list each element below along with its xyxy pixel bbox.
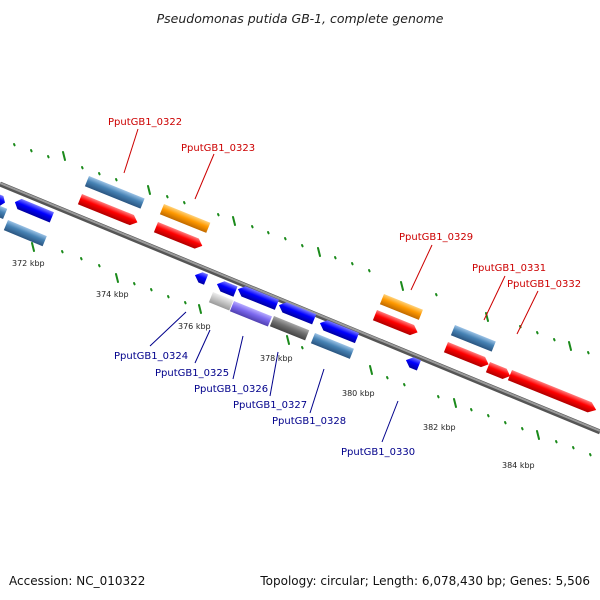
cds-PputGB1_0330 bbox=[405, 357, 421, 371]
gene-PputGB1_0325 bbox=[229, 301, 273, 327]
cds-PputGB1_0323 bbox=[153, 222, 203, 249]
gene-PputGB1_0323 bbox=[159, 204, 211, 233]
cds-reverse-d bbox=[319, 320, 360, 344]
cds-reverse-c bbox=[278, 302, 317, 325]
gene-label: PputGB1_0323 bbox=[181, 143, 255, 154]
outer-tick-row bbox=[13, 143, 590, 355]
accession-text: Accession: NC_010322 bbox=[9, 574, 146, 588]
gene-label: PputGB1_0327 bbox=[233, 400, 307, 411]
gene-PputGB1_0329 bbox=[379, 294, 423, 320]
kbp-label: 374 kbp bbox=[96, 290, 129, 299]
cds-PputGB1_0329 bbox=[372, 310, 418, 336]
gene-label: PputGB1_0324 bbox=[114, 351, 188, 362]
cds-feature-left-2 bbox=[14, 198, 54, 223]
inner-tick-row bbox=[8, 227, 592, 457]
kbp-label: 384 kbp bbox=[502, 461, 535, 470]
gene-PputGB1_0322 bbox=[84, 176, 145, 209]
genome-summary-text: Topology: circular; Length: 6,078,430 bp… bbox=[260, 574, 590, 588]
kbp-label: 380 kbp bbox=[342, 389, 375, 398]
gene-label: PputGB1_0322 bbox=[108, 117, 182, 128]
cds-PputGB1_0322 bbox=[77, 194, 138, 226]
cds-PputGB1_0332 bbox=[507, 370, 597, 413]
gene-feature-left-1 bbox=[0, 205, 8, 219]
reverse-labels: PputGB1_0324 PputGB1_0325 PputGB1_0326 P… bbox=[114, 351, 415, 458]
gene-label: PputGB1_0329 bbox=[399, 232, 473, 243]
kbp-label: 378 kbp bbox=[260, 354, 293, 363]
kbp-label: 376 kbp bbox=[178, 322, 211, 331]
features bbox=[0, 176, 597, 413]
gene-label: PputGB1_0331 bbox=[472, 263, 546, 274]
gene-feature-left-2 bbox=[3, 220, 47, 247]
cds-PputGB1_0332-short bbox=[485, 362, 511, 379]
map-title: Pseudomonas putida GB-1, complete genome bbox=[157, 11, 444, 26]
gene-label: PputGB1_0328 bbox=[272, 416, 346, 427]
gene-label: PputGB1_0325 bbox=[155, 368, 229, 379]
gene-label: PputGB1_0326 bbox=[194, 384, 268, 395]
gene-PputGB1_0331 bbox=[450, 325, 496, 352]
cds-PputGB1_0331 bbox=[443, 342, 489, 368]
gene-PputGB1_0328 bbox=[310, 333, 354, 359]
cds-feature-left-1 bbox=[0, 193, 5, 207]
kbp-label: 382 kbp bbox=[423, 423, 456, 432]
cds-reverse-b bbox=[237, 286, 279, 310]
reverse-leaders bbox=[149, 311, 399, 443]
gene-label: PputGB1_0330 bbox=[341, 447, 415, 458]
cds-reverse-a bbox=[216, 281, 238, 297]
gene-label: PputGB1_0332 bbox=[507, 279, 581, 290]
cds-small-reverse-1 bbox=[194, 272, 209, 285]
gene-PputGB1_0326 bbox=[269, 316, 310, 341]
gene-PputGB1_0324 bbox=[208, 292, 234, 311]
forward-leaders bbox=[123, 128, 539, 335]
kbp-labels: 372 kbp 374 kbp 376 kbp 378 kbp 380 kbp … bbox=[12, 259, 535, 470]
genome-backbone bbox=[0, 181, 600, 435]
forward-labels: PputGB1_0322 PputGB1_0323 PputGB1_0329 P… bbox=[108, 117, 581, 290]
kbp-label: 372 kbp bbox=[12, 259, 45, 268]
